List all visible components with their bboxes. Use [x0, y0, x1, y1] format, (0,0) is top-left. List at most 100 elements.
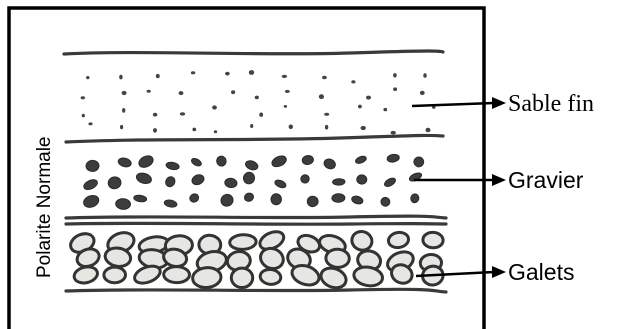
gravel-stone: [302, 155, 315, 166]
sand-grain: [249, 70, 254, 75]
sand-grain: [122, 108, 125, 113]
gravel-stone: [351, 195, 364, 205]
gravel-layer: [82, 153, 425, 209]
pebble-layer: [68, 228, 445, 291]
sand-grain: [191, 71, 195, 74]
boundary-top: [64, 51, 443, 54]
gravel-stone: [190, 157, 202, 167]
sand-grain: [361, 126, 366, 130]
gravel-stone: [244, 159, 259, 171]
gravel-stone: [332, 193, 345, 202]
sand-grain: [225, 72, 230, 76]
gravel-stone: [219, 192, 235, 208]
sand-grain: [250, 124, 253, 128]
sand-grain: [383, 108, 387, 111]
pebble-stone: [387, 231, 409, 249]
boundary-gravel-pebble: [66, 216, 446, 218]
gravel-stone: [137, 154, 155, 170]
sand-grain: [119, 75, 122, 80]
sand-grain: [284, 105, 287, 108]
sand-grain: [122, 91, 127, 95]
pebble-stone: [73, 265, 100, 286]
arrow-sable-fin: [412, 97, 506, 109]
gravel-stone: [117, 157, 132, 169]
sand-grain: [120, 125, 123, 129]
gravel-stone: [135, 171, 153, 185]
sand-grain: [351, 80, 355, 83]
pebble-stone: [349, 229, 374, 253]
gravel-stone: [82, 193, 100, 209]
pebble-stone: [132, 263, 162, 287]
pebble-stone: [104, 267, 126, 283]
gravel-stone: [243, 192, 255, 203]
arrowhead-icon: [492, 266, 506, 278]
sand-grain: [420, 91, 425, 95]
pebble-stone: [164, 266, 190, 282]
gravel-stone: [86, 160, 100, 172]
gravel-stone: [300, 174, 310, 183]
sand-grain: [325, 125, 328, 130]
sand-grain: [285, 90, 290, 93]
sand-grain: [282, 75, 287, 78]
sand-grain: [180, 112, 185, 115]
sand-grain: [366, 96, 371, 100]
sand-grain: [358, 105, 362, 109]
sand-grain: [426, 128, 431, 133]
sand-grain: [147, 90, 151, 93]
gravel-stone: [107, 176, 122, 190]
sand-grain: [259, 113, 263, 117]
gravel-stone: [380, 196, 391, 207]
gravel-stone: [133, 194, 147, 202]
sand-grain: [153, 113, 158, 117]
sand-grain: [393, 87, 397, 91]
sand-grain: [214, 130, 217, 133]
sand-grain: [212, 105, 217, 109]
sand-grain: [192, 128, 196, 132]
gravel-stone: [274, 179, 287, 190]
sand-grain: [319, 94, 324, 99]
pebble-stone: [259, 268, 281, 285]
gravel-stone: [271, 194, 282, 205]
arrowhead-icon: [492, 97, 506, 109]
gravel-stone: [410, 193, 420, 203]
sand-grain: [88, 122, 92, 125]
pebble-stone: [231, 268, 253, 288]
sand-grain: [153, 128, 157, 133]
layer-label-galets: Galets: [508, 259, 574, 285]
arrow-gravier: [414, 174, 506, 186]
gravel-stone: [355, 155, 368, 165]
gravel-stone: [188, 192, 200, 203]
sand-grain: [81, 96, 85, 99]
sand-grain: [255, 96, 259, 100]
layer-label-gravier: Gravier: [508, 167, 584, 193]
side-label: Polarite Normale: [34, 137, 55, 279]
sand-grain: [423, 73, 426, 78]
pebble-stone: [229, 234, 256, 250]
gravel-stone: [356, 175, 367, 185]
pebble-stone: [325, 249, 349, 268]
gravel-stone: [216, 155, 228, 167]
gravel-stone: [164, 175, 177, 188]
pebble-stone: [318, 265, 349, 291]
gravel-stone: [115, 198, 131, 210]
boundary-sand-gravel: [66, 135, 443, 142]
gravel-stone: [242, 171, 256, 185]
sand-grain: [156, 74, 160, 78]
boundary-pebble-line2: [66, 223, 446, 224]
gravel-stone: [164, 199, 178, 208]
arrowhead-icon: [492, 174, 506, 186]
pebble-stone: [423, 232, 444, 248]
sand-grain: [391, 131, 396, 135]
boundary-bottom: [66, 289, 446, 292]
sand-grain: [86, 76, 89, 79]
gravel-stone: [383, 176, 397, 188]
gravel-stone: [332, 178, 345, 185]
gravel-stone: [190, 173, 205, 186]
gravel-stone: [322, 157, 336, 170]
sand-grain: [393, 73, 397, 77]
layer-label-sable-fin: Sable fin: [508, 91, 594, 117]
gravel-stone: [270, 154, 288, 169]
sand-grain: [179, 91, 184, 95]
pebble-stone: [192, 267, 222, 289]
